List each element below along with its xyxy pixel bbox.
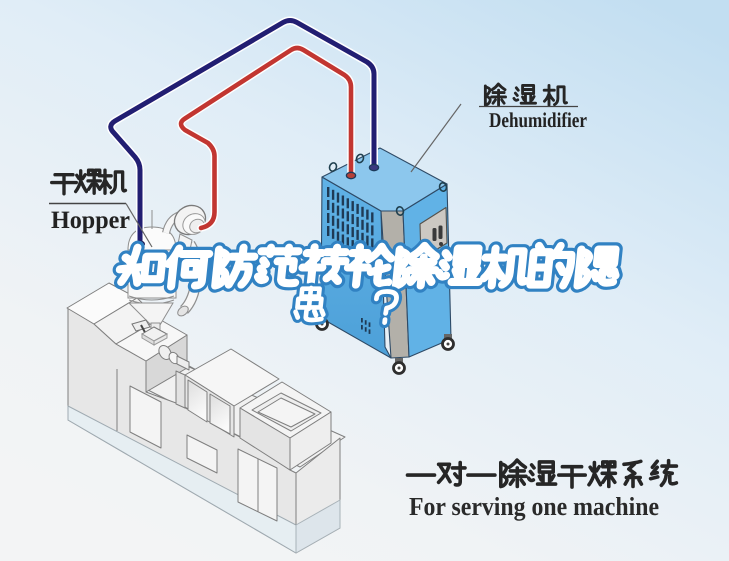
svg-text:Dehumidifier: Dehumidifier (489, 108, 587, 132)
svg-text:For serving one machine: For serving one machine (409, 492, 659, 521)
svg-text:Hopper: Hopper (51, 207, 130, 234)
